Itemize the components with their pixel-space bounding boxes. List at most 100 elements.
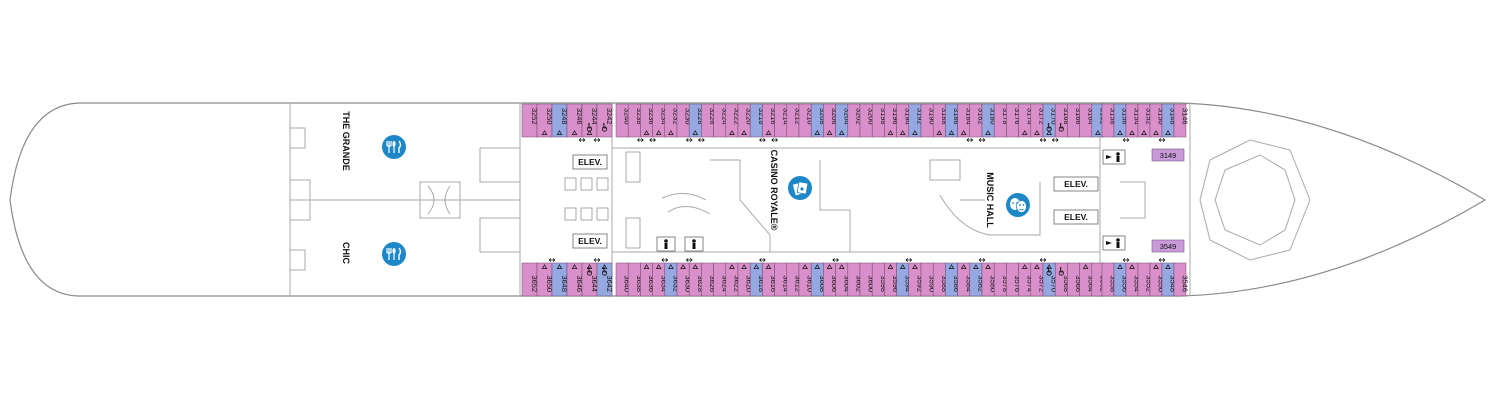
wheelchair-icon: [601, 267, 608, 276]
cabin-3618[interactable]: 3618: [749, 258, 766, 297]
cabin-3584[interactable]: 3584: [957, 262, 974, 297]
cabin-3648[interactable]: 3648: [551, 262, 569, 297]
triangle-icon: [887, 130, 894, 135]
triangle-icon: [765, 264, 772, 269]
cabin-3202[interactable]: 3202: [847, 103, 864, 138]
triangle-icon: [1034, 264, 1040, 269]
cabin-number: 3240: [623, 108, 632, 124]
cabin-3550[interactable]: 3550: [1149, 258, 1166, 297]
cabin-number: 3634: [659, 276, 668, 292]
cabin-3146[interactable]: 3146: [1173, 103, 1190, 138]
cabin-3184[interactable]: 3184: [957, 103, 974, 142]
cabin-3218[interactable]: 3218: [749, 103, 766, 142]
cabin-3604[interactable]: 3604: [835, 262, 852, 297]
cabin-3594[interactable]: 3594: [896, 258, 913, 297]
cabin-3186[interactable]: 3186: [945, 103, 961, 138]
cabin-number: 3180: [989, 108, 998, 124]
cabin-3252[interactable]: 3252: [521, 103, 539, 138]
cabin-number: 3590: [928, 276, 937, 292]
casino-icon: [788, 176, 812, 200]
cabin-number: 3630: [684, 276, 693, 292]
cabin-3220[interactable]: 3220: [737, 103, 754, 138]
cabin-3212[interactable]: 3212: [786, 103, 803, 138]
triangle-icon: [948, 264, 955, 269]
cabin-number: 3620: [745, 276, 754, 292]
cabin-3232[interactable]: 3232: [664, 103, 681, 138]
cabin-3652[interactable]: 3652: [521, 262, 539, 297]
triangle-icon: [753, 264, 760, 269]
cabin-3172[interactable]: 3172: [1030, 103, 1047, 142]
connecting-arrow-icon: [966, 138, 974, 142]
cabin-number: 3592: [916, 276, 925, 292]
cabin-3628[interactable]: 3628: [688, 262, 705, 297]
cabin-3572[interactable]: 3572: [1030, 258, 1047, 297]
cabin-3570[interactable]: 3570: [1042, 262, 1059, 297]
cabin-3168[interactable]: 3168: [1054, 103, 1071, 138]
interior-walls: [289, 103, 1311, 296]
cabin-3554[interactable]: 3554: [1125, 262, 1142, 297]
cabin-number: 3148: [1169, 108, 1178, 124]
cabin-3196[interactable]: 3196: [884, 103, 900, 138]
connecting-arrow-icon: [593, 138, 601, 142]
cabin-number: 3210: [806, 108, 815, 124]
cabin-3216[interactable]: 3216: [762, 103, 778, 142]
cabin-number: 3156: [1121, 108, 1130, 124]
triangle-icon: [887, 264, 894, 269]
triangle-icon: [655, 130, 662, 135]
cabin-3616[interactable]: 3616: [762, 262, 778, 297]
cabin-number: 3238: [635, 108, 644, 124]
cabin-3154[interactable]: 3154: [1125, 103, 1142, 138]
cabin-number: 3216: [769, 108, 778, 124]
connecting-arrow-icon: [548, 258, 556, 262]
cabin-number: 3596: [891, 276, 900, 292]
cabin-3548[interactable]: 3548: [1161, 262, 1178, 297]
cabin-3208[interactable]: 3208: [810, 103, 827, 138]
cabin-3244[interactable]: 3244: [581, 103, 601, 142]
side-cabin-3549[interactable]: 3549: [1151, 239, 1185, 253]
triangle-icon: [838, 130, 845, 135]
cabin-3156[interactable]: 3156: [1113, 103, 1130, 142]
venue-label-chic: CHIC: [341, 242, 351, 264]
cabin-3150[interactable]: 3150: [1149, 103, 1166, 142]
cabin-3564[interactable]: 3564: [1079, 262, 1096, 297]
cabin-3650[interactable]: 3650: [536, 258, 556, 297]
cabin-3149-label: 3149: [1160, 151, 1176, 160]
cabin-3246[interactable]: 3246: [566, 103, 586, 142]
cabin-3236[interactable]: 3236: [640, 103, 656, 142]
triangle-icon: [814, 264, 821, 269]
cabin-3204[interactable]: 3204: [835, 103, 852, 138]
cabin-number: 3190: [928, 108, 937, 124]
triangle-icon: [985, 264, 991, 269]
cabin-3250[interactable]: 3250: [536, 103, 554, 138]
triangle-icon: [899, 264, 906, 269]
cabin-3152[interactable]: 3152: [1137, 103, 1154, 138]
cabin-3644[interactable]: 3644: [581, 258, 601, 297]
venue-label-music-hall: MUSIC HALL: [985, 172, 995, 228]
cabin-number: 3246: [575, 108, 584, 124]
triangle-icon: [1153, 264, 1159, 269]
cabin-number: 3220: [745, 108, 754, 124]
triangle-icon: [541, 130, 548, 135]
cabin-3576[interactable]: 3576: [1006, 262, 1022, 297]
cabin-3214[interactable]: 3214: [774, 103, 791, 138]
cabin-3228[interactable]: 3228: [688, 103, 705, 142]
cabin-3242[interactable]: 3242: [596, 103, 614, 138]
connecting-arrow-icon: [978, 258, 986, 262]
triangle-icon: [1034, 130, 1040, 135]
cabin-number: 3576: [1013, 276, 1022, 292]
cabin-number: 3586: [952, 276, 961, 292]
cabin-3582[interactable]: 3582: [969, 258, 986, 297]
cabin-3642[interactable]: 3642: [596, 262, 614, 297]
connecting-arrow-icon: [578, 138, 586, 142]
cabin-3606[interactable]: 3606: [823, 258, 839, 297]
cabin-number: 3554: [1133, 276, 1142, 292]
cabin-3546[interactable]: 3546: [1173, 262, 1190, 297]
cabin-3646[interactable]: 3646: [566, 262, 584, 297]
cabin-3620[interactable]: 3620: [737, 262, 754, 297]
cabin-number: 3248: [560, 108, 569, 124]
side-cabin-3149[interactable]: 3149: [1151, 148, 1185, 162]
cabin-3230[interactable]: 3230: [676, 103, 693, 142]
cabin-3248[interactable]: 3248: [551, 103, 569, 138]
cabin-3632[interactable]: 3632: [664, 262, 681, 297]
